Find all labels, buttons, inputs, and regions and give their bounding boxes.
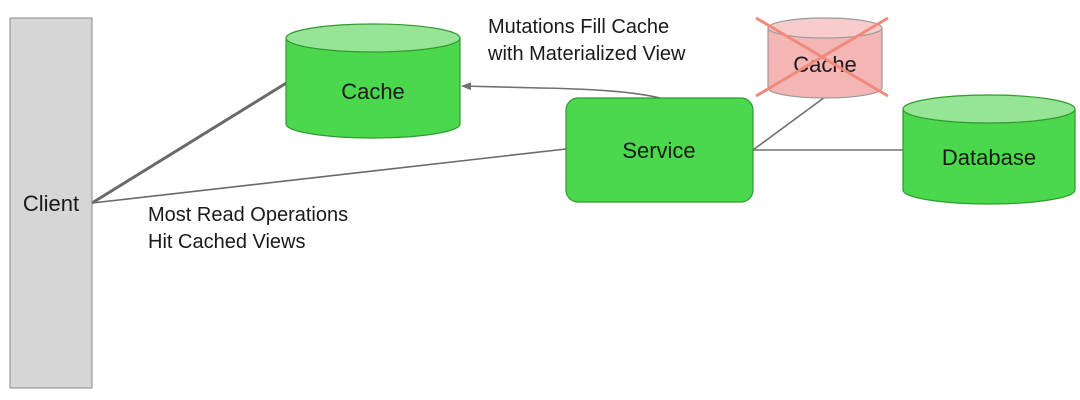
service-to-cache-arrow — [461, 82, 661, 99]
database-node: Database — [902, 94, 1076, 205]
service-node: Service — [565, 97, 754, 203]
mutations-annotation: Mutations Fill Cache with Materialized V… — [488, 14, 686, 68]
service-to-removed-cache-connector — [752, 96, 826, 151]
cross-out-icon — [755, 16, 889, 98]
database-label: Database — [942, 145, 1036, 170]
service-label: Service — [622, 138, 695, 163]
reads-annotation-line1: Most Read Operations — [148, 204, 349, 226]
reads-annotation: Most Read Operations Hit Cached Views — [148, 202, 348, 256]
client-node: Client — [9, 17, 93, 389]
cache-label: Cache — [341, 79, 405, 104]
mutations-annotation-line1: Mutations Fill Cache — [488, 16, 670, 38]
mutations-annotation-line2: with Materialized View — [488, 43, 686, 65]
client-to-service-connector — [91, 148, 567, 204]
client-label: Client — [23, 191, 79, 216]
removed-cache-node: Cache — [755, 16, 889, 99]
client-to-cache-connector — [91, 80, 289, 205]
cache-node: Cache — [285, 23, 461, 139]
reads-annotation-line2: Hit Cached Views — [148, 231, 306, 253]
